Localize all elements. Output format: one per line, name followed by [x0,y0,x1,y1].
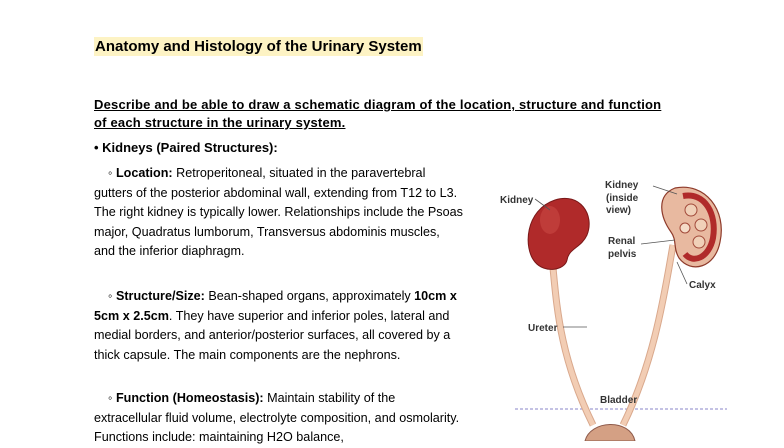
structure-text-a: Bean-shaped organs, approximately [204,289,415,303]
left-ureter [549,267,597,427]
label-pelvis: pelvis [608,249,637,260]
kidneys-heading: • Kidneys (Paired Structures): [94,140,278,155]
label-kidney: Kidney [500,195,534,206]
label-ureter: Ureter [528,323,558,334]
left-kidney [527,197,590,270]
document-title: Anatomy and Histology of the Urinary Sys… [94,37,423,56]
location-label: ◦ Location: [108,166,173,180]
structure-paragraph: ◦ Structure/Size: Bean-shaped organs, ap… [94,287,464,365]
label-renal: Renal [608,236,635,247]
urinary-diagram: Kidney Kidney (inside view) Renal pelvis… [500,180,727,441]
location-paragraph: ◦ Location: Retroperitoneal, situated in… [94,164,464,262]
instruction-text: Describe and be able to draw a schematic… [94,97,662,130]
function-paragraph: ◦ Function (Homeostasis): Maintain stabi… [94,389,464,448]
label-bladder: Bladder [600,395,637,406]
bladder [584,424,636,441]
structure-size: 10cm x 5cm x 2.5cm [94,289,457,323]
label-kidney-inside-3: view) [606,205,631,216]
label-kidney-inside: Kidney [605,180,639,191]
label-kidney-inside-2: (inside [606,193,639,204]
label-calyx: Calyx [689,280,716,291]
structure-text-b: . They have superior and inferior poles,… [94,308,451,362]
structure-label: ◦ Structure/Size: [108,289,205,303]
location-text: Retroperitoneal, situated in the paraver… [94,166,463,258]
function-label: ◦ Function (Homeostasis): [108,391,264,405]
